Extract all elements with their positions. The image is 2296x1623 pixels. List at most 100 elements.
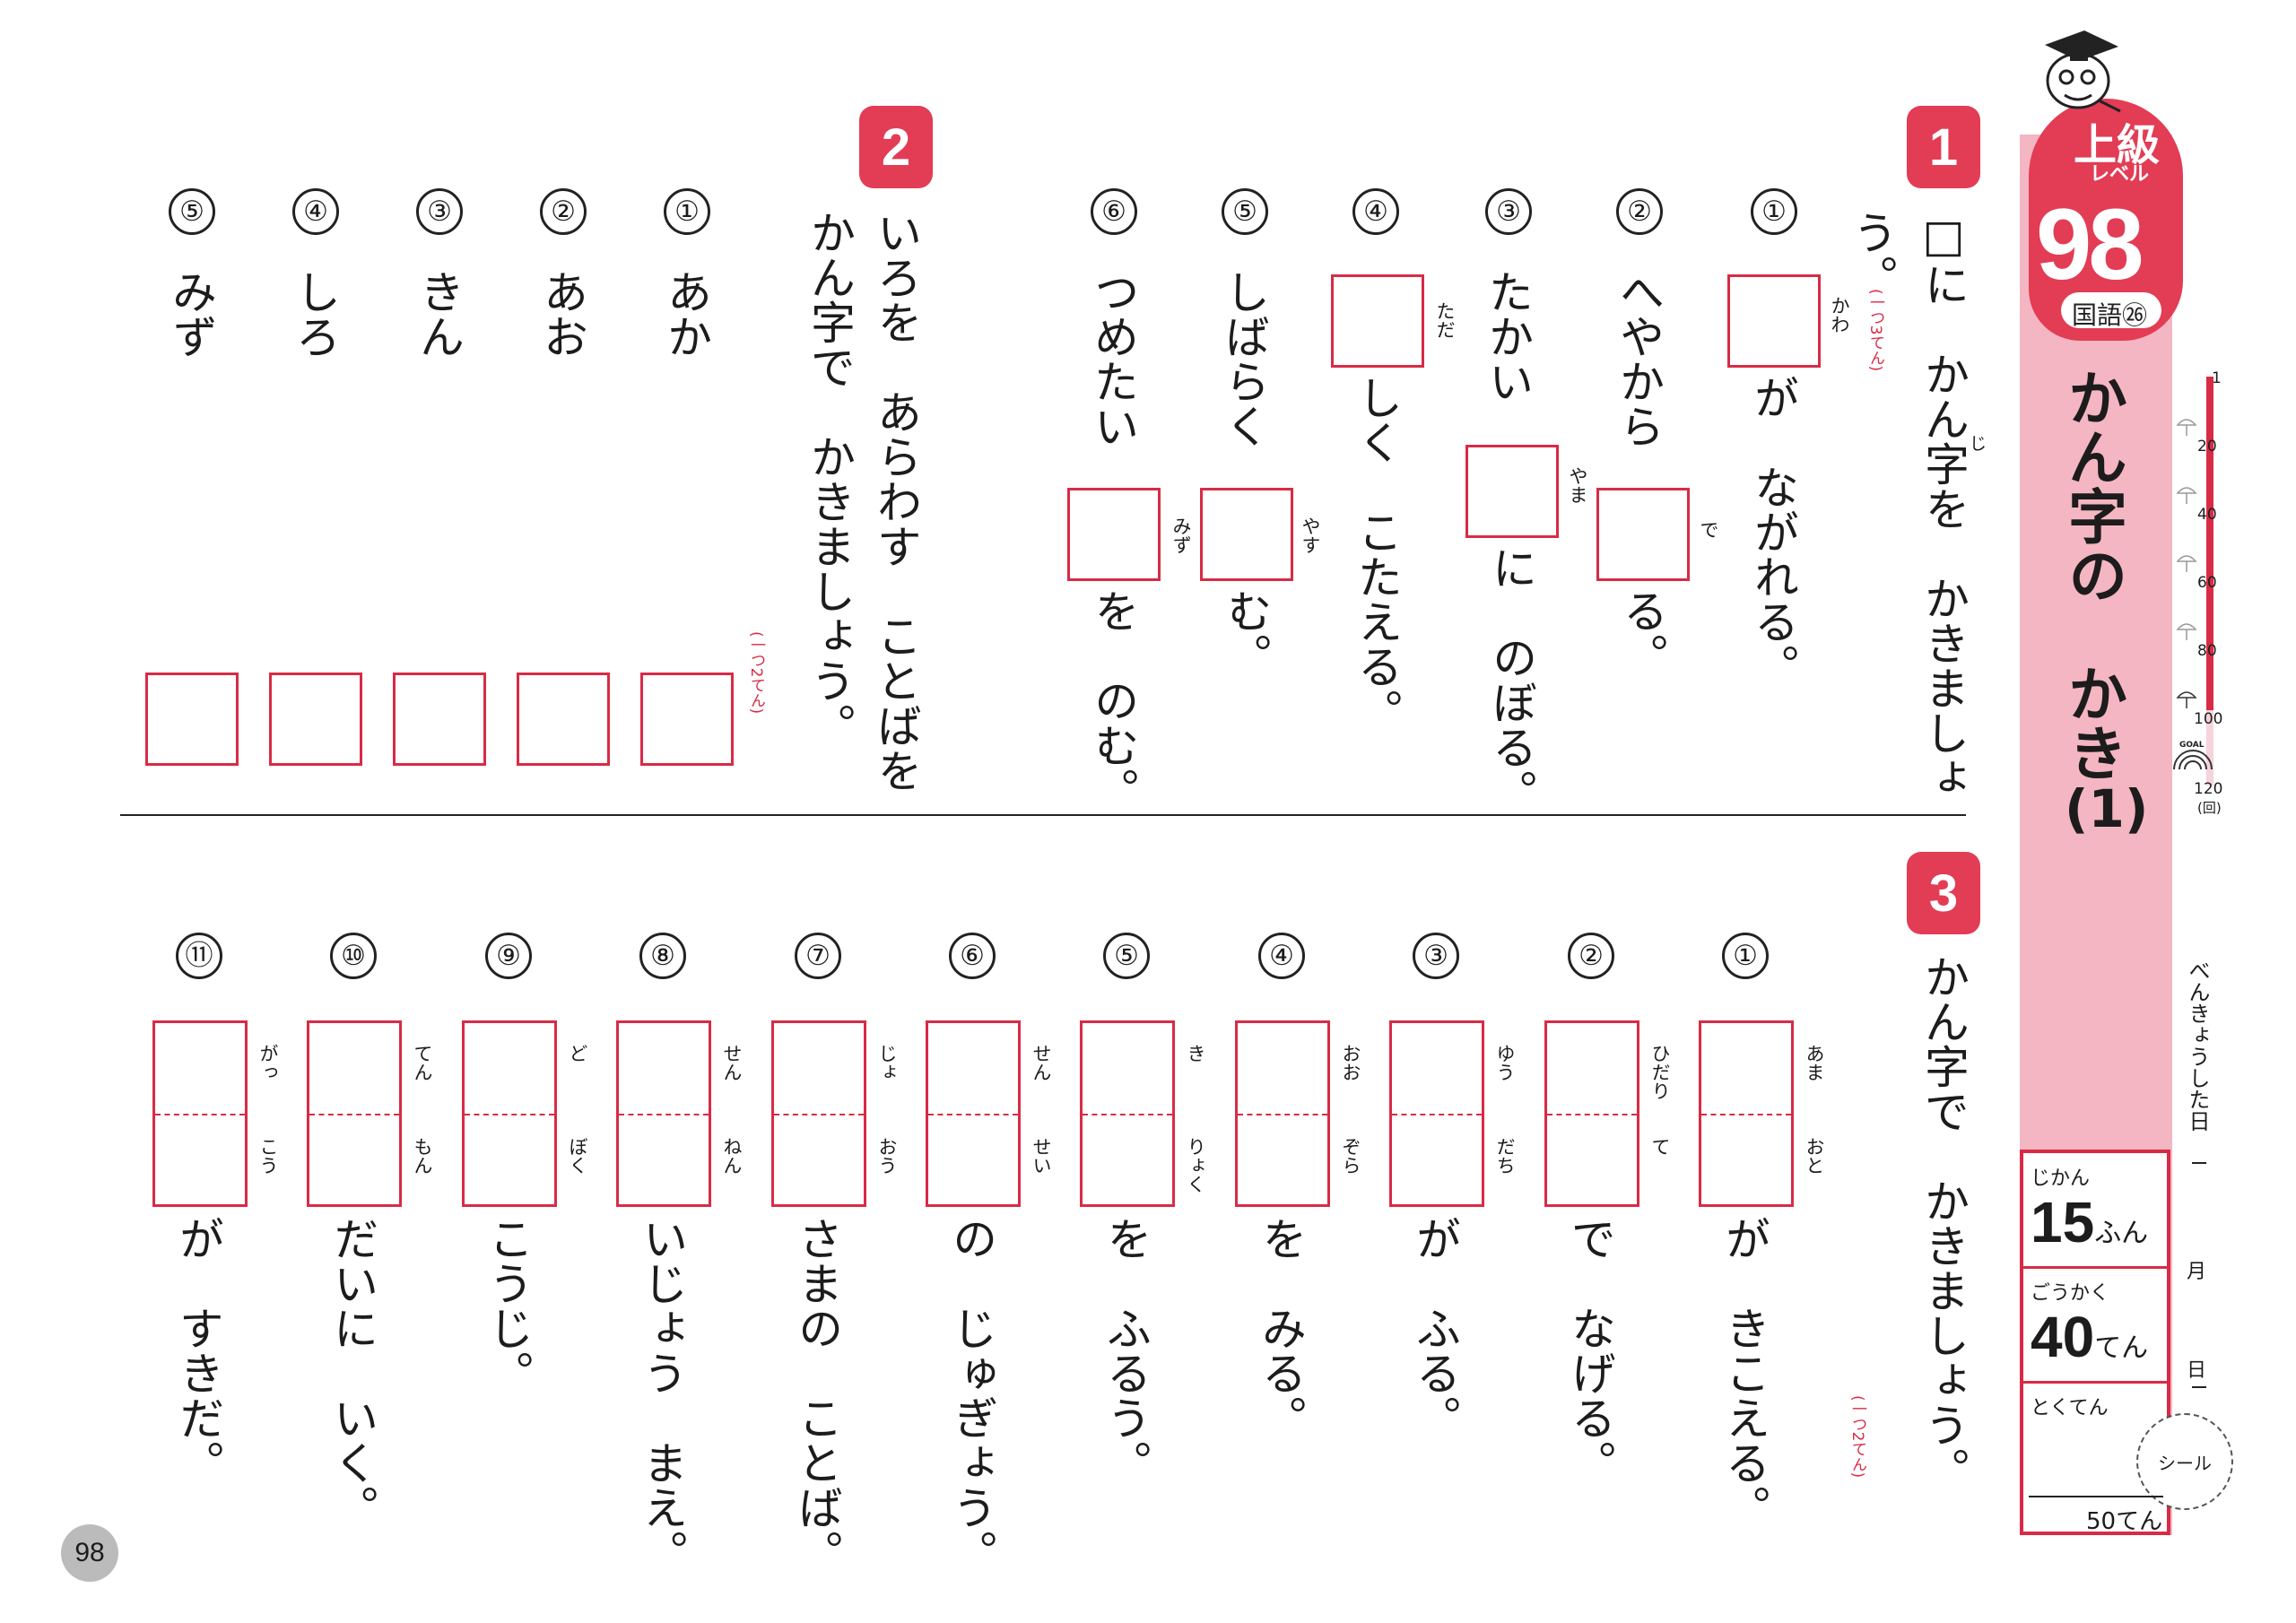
- q2-item-3-word: きん: [413, 269, 465, 359]
- progress-tick-20: 20: [2197, 438, 2217, 456]
- study-date-day: 日: [2187, 1359, 2207, 1382]
- q3-item-1-number: ①: [1722, 933, 1769, 979]
- q3-item-11-answer-box[interactable]: [152, 1020, 248, 1207]
- q2-item-1-answer-box[interactable]: [640, 673, 734, 766]
- pass-unit: てん: [2094, 1332, 2149, 1364]
- q3-item-10-text: だいに いく。: [326, 1216, 378, 1530]
- q2-item-3-answer-box[interactable]: [393, 673, 486, 766]
- q1-item-5-answer-box[interactable]: [1200, 488, 1293, 581]
- q3-item-7-furigana-b: おう: [876, 1137, 898, 1175]
- level-label: 上級: [2074, 120, 2161, 170]
- q2-item-5-answer-box[interactable]: [145, 673, 239, 766]
- goal-rainbow-icon: [2173, 750, 2213, 770]
- question-1-ji-furigana: じ: [1970, 434, 1987, 454]
- goal-label: GOAL: [2179, 741, 2205, 750]
- q3-item-2-furigana-a: ひだり: [1649, 1044, 1671, 1100]
- sticker-circle: シール: [2136, 1413, 2233, 1510]
- progress-unit: (回): [2197, 800, 2222, 816]
- q1-item-5-furigana: やす: [1300, 516, 1321, 554]
- question-3-points: (一つ2てん): [1848, 1395, 1866, 1479]
- q3-item-5-answer-box[interactable]: [1080, 1020, 1175, 1207]
- q1-item-4-text: しく こたえる。: [1351, 375, 1403, 733]
- time-divider: [2023, 1266, 2167, 1269]
- pass-value: 40てん: [2031, 1304, 2148, 1370]
- q3-item-2-answer-box[interactable]: [1544, 1020, 1639, 1207]
- q3-item-8-furigana-b: ねん: [721, 1137, 743, 1175]
- q3-item-9-text: こうじ。: [482, 1216, 534, 1395]
- q3-item-5-furigana-b: りょく: [1185, 1137, 1206, 1193]
- q1-item-6-answer-box[interactable]: [1067, 488, 1161, 581]
- q2-item-4-number: ④: [292, 188, 339, 235]
- sticker-label: シール: [2158, 1452, 2212, 1474]
- study-date-month: 月: [2187, 1261, 2207, 1283]
- q1-item-6-before: つめたい: [1087, 269, 1139, 448]
- q2-item-4-answer-box[interactable]: [269, 673, 362, 766]
- progress-bar-fill: [2206, 377, 2213, 710]
- q3-item-1-answer-box[interactable]: [1699, 1020, 1794, 1207]
- q3-item-6-furigana-b: せい: [1031, 1137, 1052, 1175]
- question-2-instruction-b: かん字で かきましょう。: [804, 210, 856, 748]
- q1-item-3-answer-box[interactable]: [1465, 445, 1559, 538]
- q3-item-4-text: を みる。: [1255, 1216, 1307, 1440]
- q3-item-1-furigana-a: あま: [1804, 1044, 1825, 1081]
- question-3-instruction: かん字で かきましょう。: [1918, 954, 1970, 1492]
- q3-item-10-furigana-b: もん: [412, 1137, 433, 1175]
- q3-item-10-answer-box[interactable]: [307, 1020, 402, 1207]
- subject-text: 国語: [2072, 300, 2123, 330]
- study-date-bracket-close: [2192, 1386, 2206, 1388]
- q2-item-2-answer-box[interactable]: [517, 673, 610, 766]
- question-1-instruction-a: □に かん字を かきましょ: [1918, 210, 1970, 800]
- q2-item-1-number: ①: [664, 188, 710, 235]
- q1-item-5-before: しばらく: [1218, 269, 1270, 448]
- q3-item-4-furigana-a: おお: [1340, 1044, 1361, 1081]
- q2-item-5-number: ⑤: [169, 188, 215, 235]
- question-2-badge: 2: [859, 106, 933, 188]
- time-unit: ふん: [2094, 1218, 2149, 1249]
- q1-item-6-furigana: みず: [1170, 516, 1192, 554]
- q3-item-11-furigana-b: こう: [257, 1137, 279, 1175]
- page-title: かん字の かき: [2058, 368, 2127, 782]
- mascot-image: [2045, 30, 2121, 113]
- q1-item-2-answer-box[interactable]: [1596, 488, 1690, 581]
- q1-item-1-number: ①: [1751, 188, 1797, 235]
- study-date-label: べんきょうした日: [2185, 959, 2210, 1132]
- page-footer-number: 98: [74, 1538, 105, 1567]
- q3-item-5-text: を ふるう。: [1100, 1216, 1152, 1485]
- q1-item-4-answer-box[interactable]: [1331, 274, 1424, 368]
- q3-item-1-furigana-b: おと: [1804, 1137, 1825, 1175]
- q3-item-2-number: ②: [1568, 933, 1614, 979]
- q2-item-2-word: あお: [536, 269, 588, 359]
- subject-label: 国語㉖: [2072, 296, 2147, 332]
- pass-number: 40: [2031, 1305, 2095, 1369]
- q3-item-8-answer-box[interactable]: [616, 1020, 711, 1207]
- progress-tick-80: 80: [2197, 642, 2217, 660]
- q1-item-2-before: へやから: [1613, 269, 1665, 448]
- score-label: とくてん: [2031, 1397, 2109, 1419]
- q1-item-6-number: ⑥: [1091, 188, 1137, 235]
- q3-item-3-answer-box[interactable]: [1389, 1020, 1484, 1207]
- q3-item-10-number: ⑩: [330, 933, 377, 979]
- q2-item-5-word: みず: [165, 269, 217, 359]
- q3-item-11-text: が すきだ。: [172, 1216, 224, 1485]
- q3-item-2-furigana-b: て: [1649, 1137, 1671, 1156]
- q1-item-4-furigana: ただ: [1434, 301, 1456, 339]
- q3-item-4-answer-box[interactable]: [1235, 1020, 1330, 1207]
- q3-item-11-number: ⑪: [176, 933, 222, 979]
- q3-item-9-answer-box[interactable]: [462, 1020, 557, 1207]
- q3-item-1-text: が きこえる。: [1718, 1216, 1770, 1530]
- subject-number: ㉖: [2122, 300, 2148, 330]
- q3-item-3-furigana-b: だち: [1494, 1137, 1516, 1175]
- q3-item-7-answer-box[interactable]: [771, 1020, 866, 1207]
- q3-item-6-answer-box[interactable]: [926, 1020, 1021, 1207]
- q3-item-9-furigana-a: ど: [567, 1044, 588, 1063]
- question-2-points: (一つ2てん): [747, 631, 765, 715]
- question-1-badge: 1: [1907, 106, 1980, 188]
- q3-item-9-furigana-b: ぼく: [567, 1137, 588, 1175]
- q1-item-5-number: ⑤: [1222, 188, 1268, 235]
- question-3-badge: 3: [1907, 852, 1980, 934]
- q1-item-1-answer-box[interactable]: [1727, 274, 1821, 368]
- q3-item-6-text: の じゅぎょう。: [945, 1216, 997, 1575]
- pass-divider: [2023, 1381, 2167, 1384]
- q1-item-2-text: る。: [1616, 588, 1668, 678]
- q3-item-10-furigana-a: てん: [412, 1044, 433, 1081]
